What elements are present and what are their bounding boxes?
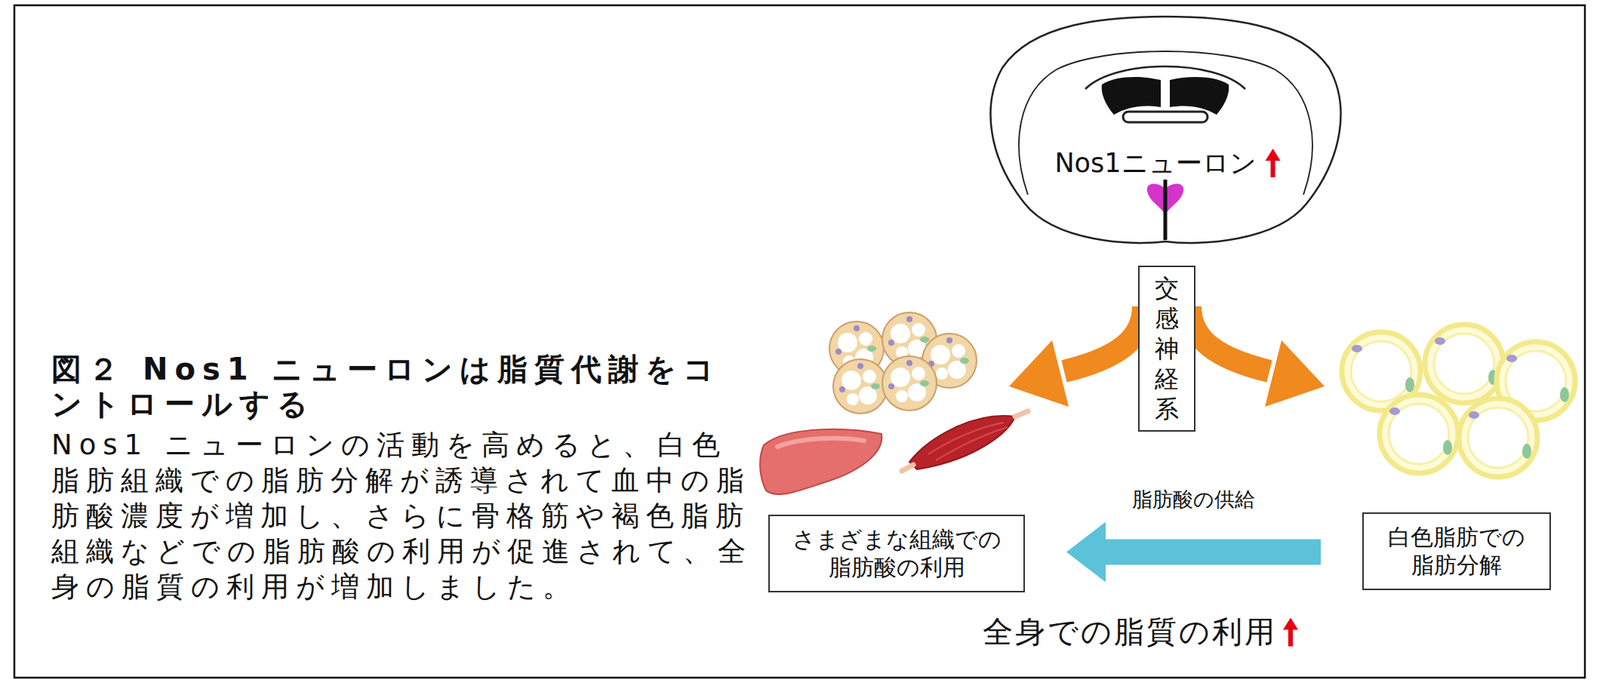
caption-block: 図２ Nos1 ニューロンは脂質代謝をコントロールするNos1 ニューロンの活動… bbox=[51, 351, 754, 605]
increase-arrow-part bbox=[1283, 618, 1299, 631]
brain-outline bbox=[979, 15, 1352, 250]
skeletal-muscle bbox=[901, 411, 1028, 471]
orange-arrow-part bbox=[1064, 306, 1144, 372]
brown-fat-cells bbox=[829, 312, 977, 414]
skeletal-muscle-part bbox=[928, 422, 1004, 455]
brain-section: Nos1ニューロン bbox=[979, 15, 1352, 250]
increase-arrow bbox=[1283, 618, 1299, 647]
brain-outline-part bbox=[990, 16, 1342, 244]
node-text: Nos1ニューロン bbox=[1054, 145, 1256, 182]
edge-label: 脂肪酸の供給 bbox=[1129, 486, 1259, 514]
white-fat-cells-part bbox=[1424, 324, 1504, 404]
increase-arrow-part bbox=[1265, 148, 1281, 161]
figure-title: 図２ Nos1 ニューロンは脂質代謝をコントロールする bbox=[51, 351, 754, 422]
orange-arrow-part bbox=[1190, 306, 1270, 372]
skeletal-muscle-part bbox=[901, 464, 914, 471]
flow-arrow bbox=[1066, 522, 1321, 583]
brain-outline-part bbox=[1018, 51, 1313, 195]
brain-outline-part bbox=[1123, 111, 1208, 123]
liver-part bbox=[777, 438, 865, 447]
brain-outline-part bbox=[1101, 76, 1161, 115]
figure-caption: Nos1 ニューロンの活動を高めると、白色脂肪組織での脂肪分解が誘導されて血中の… bbox=[51, 427, 754, 605]
white-fat-cells bbox=[1341, 324, 1576, 477]
orange-arrow-part bbox=[1009, 340, 1069, 407]
skeletal-muscle-part bbox=[909, 415, 1016, 470]
white-fat-cells-part bbox=[1458, 398, 1538, 477]
process-box: 交感神経系 bbox=[1138, 265, 1196, 432]
brown-fat-cells-part bbox=[882, 356, 937, 411]
orange-arrow-part bbox=[1264, 340, 1325, 407]
summary-label: 全身での脂質の利用 bbox=[982, 611, 1277, 653]
frame-border bbox=[14, 5, 1585, 678]
brown-fat-cells-part bbox=[833, 359, 888, 414]
liver-part bbox=[760, 429, 882, 495]
skeletal-muscle-part bbox=[1015, 411, 1028, 417]
increase-arrow bbox=[1265, 148, 1281, 178]
process-box: 白色脂肪での 脂肪分解 bbox=[1362, 512, 1551, 591]
skeletal-muscle-part bbox=[935, 427, 1008, 461]
increase-arrow-part bbox=[1270, 159, 1276, 178]
node-text: 白色脂肪での 脂肪分解 bbox=[1381, 523, 1532, 580]
node-text: さまざまな組織での 脂肪酸の利用 bbox=[787, 525, 1006, 582]
white-fat-cells-part bbox=[1379, 394, 1459, 474]
node-text: 交感神経系 bbox=[1154, 273, 1179, 425]
brain-outline-part bbox=[1169, 76, 1229, 115]
process-box: さまざまな組織での 脂肪酸の利用 bbox=[768, 514, 1025, 593]
liver bbox=[760, 429, 882, 495]
brain-outline-part bbox=[1163, 179, 1168, 240]
increase-arrow-part bbox=[1288, 628, 1293, 647]
